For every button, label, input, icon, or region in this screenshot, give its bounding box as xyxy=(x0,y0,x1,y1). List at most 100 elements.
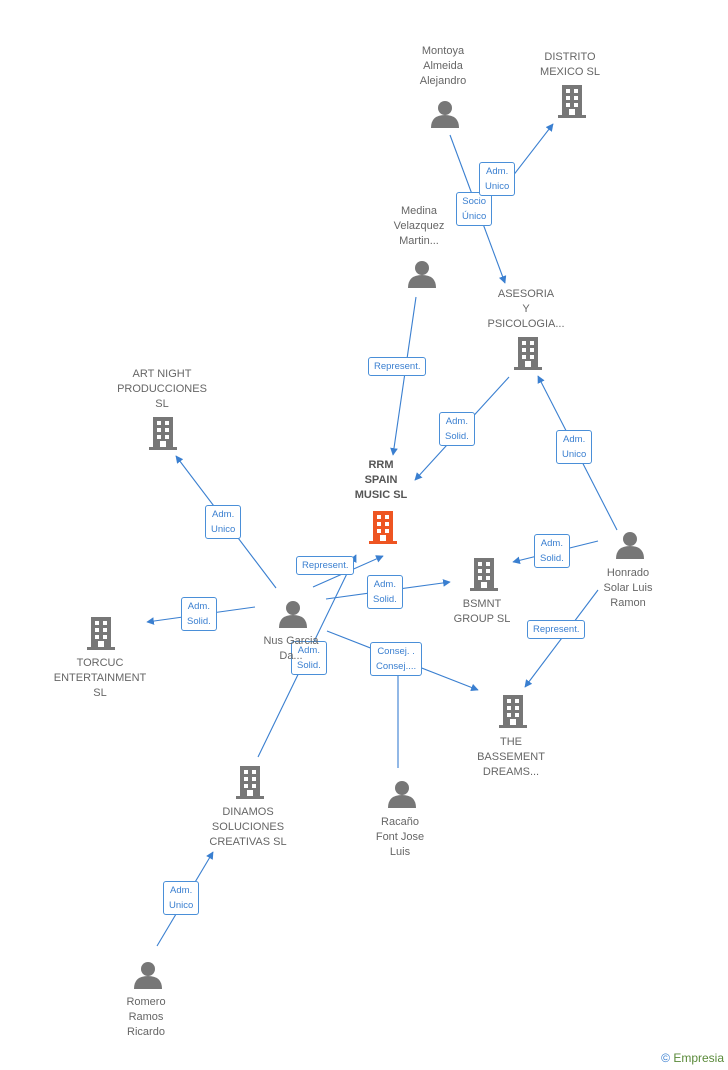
person-icon-nus[interactable] xyxy=(279,601,307,628)
edge-label-line: Solid. xyxy=(445,431,469,442)
brand-logo: © Empresia xyxy=(661,1051,724,1065)
node-label-line: Racaño xyxy=(381,816,419,828)
node-label-line: THE xyxy=(499,736,522,748)
edge-label-line: Unico xyxy=(485,181,510,192)
node-label-line: Font Jose xyxy=(375,831,425,843)
edge-label-line: Adm. xyxy=(373,579,396,590)
node-label-line: SPAIN xyxy=(364,474,398,486)
edge-label-honrado-bassement[interactable]: Represent. xyxy=(527,620,586,639)
building-icon-rrm[interactable] xyxy=(369,511,397,544)
building-icon-bsmnt[interactable] xyxy=(470,558,498,591)
edge-label-line: Adm. xyxy=(187,601,210,612)
node-label-distrito[interactable]: DISTRITO MEXICO SL xyxy=(540,50,600,80)
edge-label-line: Represent. xyxy=(302,560,349,571)
node-label-line: PRODUCCIONES xyxy=(117,383,207,395)
edge-label-line: Adm. xyxy=(445,416,468,427)
node-label-line: Y xyxy=(522,303,530,315)
node-label-line: PSICOLOGIA... xyxy=(487,318,565,330)
edge-label-line: Solid. xyxy=(540,553,564,564)
node-label-torcuc[interactable]: TORCUC ENTERTAINMENT SL xyxy=(54,656,147,701)
edge-medina-rrm xyxy=(390,296,417,456)
edge-label-line: Consej.... xyxy=(376,661,417,672)
node-label-line: SL xyxy=(155,398,169,410)
node-label-line: ASESORIA xyxy=(497,288,555,300)
node-label-line: Almeida xyxy=(423,60,463,72)
edge-label-line: Unico xyxy=(169,900,194,911)
node-label-line: Honrado xyxy=(606,567,650,579)
node-label-line: Martin... xyxy=(399,235,439,247)
building-icon-distrito[interactable] xyxy=(558,85,586,118)
node-label-line: MEXICO SL xyxy=(540,66,600,78)
edge-label-line: Solid. xyxy=(373,594,397,605)
node-label-asesoria[interactable]: ASESORIA Y PSICOLOGIA... xyxy=(487,287,564,332)
building-icon-torcuc[interactable] xyxy=(87,617,115,650)
node-label-line: SL xyxy=(93,687,107,699)
brand-name: Empresia xyxy=(673,1051,724,1065)
node-label-line: BSMNT xyxy=(462,598,502,610)
node-label-line: SOLUCIONES xyxy=(211,821,285,833)
edge-label-line: Represent. xyxy=(374,361,421,372)
node-label-line: DINAMOS xyxy=(222,806,274,818)
person-icon-medina[interactable] xyxy=(408,261,436,288)
building-icon-bassement[interactable] xyxy=(499,695,527,728)
person-icon-romero[interactable] xyxy=(134,962,162,989)
edge-label-honrado-bsmnt[interactable]: Adm. Solid. xyxy=(534,534,570,568)
node-label-line: CREATIVAS SL xyxy=(209,836,287,848)
node-label-artnight[interactable]: ART NIGHT PRODUCCIONES SL xyxy=(117,367,207,412)
node-label-line: ENTERTAINMENT xyxy=(53,672,147,684)
edge-label-line: Solid. xyxy=(297,660,321,671)
building-icon-asesoria[interactable] xyxy=(514,337,542,370)
edge-label-line: Solid. xyxy=(187,616,211,627)
edge-label-nus-artnight[interactable]: Adm.Unico xyxy=(205,505,242,539)
building-icon-dinamos[interactable] xyxy=(236,766,264,799)
edge-label-asesoria-rrm[interactable]: Adm. Solid. xyxy=(439,412,475,446)
edge-label-nus-rrm[interactable]: Represent. xyxy=(296,556,355,575)
edge-label-romero-dinamos[interactable]: Adm. Unico xyxy=(163,881,200,915)
node-label-line: Alejandro xyxy=(419,75,467,87)
person-icon-racano[interactable] xyxy=(388,781,416,808)
node-label-line: Ramon xyxy=(610,597,646,609)
node-label-line: Ramos xyxy=(128,1011,164,1023)
edge-label-montoya-distrito[interactable]: Adm. Unico xyxy=(479,162,516,196)
edge-label-line: Consej. . xyxy=(377,646,415,657)
edge-label-line: Unico xyxy=(211,524,236,535)
node-label-line: Da... xyxy=(279,650,303,662)
edge-label-nus-bsmnt[interactable]: Adm. Solid. xyxy=(367,575,403,609)
edge-label-line: Adm. xyxy=(170,885,193,896)
edge-label-nus-torcuc[interactable]: Adm. Solid. xyxy=(181,597,217,631)
edge-label-honrado-asesoria[interactable]: Adm. Unico xyxy=(556,430,593,464)
edge-label-line: Represent. xyxy=(533,624,580,635)
edge-label-line: Socio xyxy=(462,196,487,207)
node-label-line: DISTRITO xyxy=(544,51,596,63)
edge-label-medina-rrm[interactable]: Represent. xyxy=(368,357,427,376)
edge-label-line: Adm. xyxy=(486,166,509,177)
person-icon-honrado[interactable] xyxy=(616,532,644,559)
edge-label-line: Adm. xyxy=(540,538,563,549)
node-label-line: Romero xyxy=(126,996,166,1008)
building-icon-artnight[interactable] xyxy=(149,417,177,450)
node-label-dinamos[interactable]: DINAMOS SOLUCIONES CREATIVAS SL xyxy=(209,805,286,850)
node-label-line: TORCUC xyxy=(76,657,124,669)
node-label-line: ART NIGHT xyxy=(132,368,192,380)
node-label-line: DREAMS... xyxy=(482,766,540,778)
person-icon-montoya[interactable] xyxy=(431,101,459,128)
edge-label-line: Adm. xyxy=(563,434,586,445)
edge-label-line: Unico xyxy=(562,449,587,460)
node-label-line: MUSIC SL xyxy=(354,489,408,501)
node-label-line: Medina xyxy=(400,205,438,217)
node-label-line: Solar Luis xyxy=(603,582,653,594)
node-label-line: Luis xyxy=(389,846,411,858)
edge-label-dinamos-rrm[interactable]: Adm.Solid. xyxy=(291,641,327,675)
node-label-line: Nus Garcia xyxy=(263,635,319,647)
edge-label-nus-bassement[interactable]: Consej. . Consej.... xyxy=(370,642,423,676)
